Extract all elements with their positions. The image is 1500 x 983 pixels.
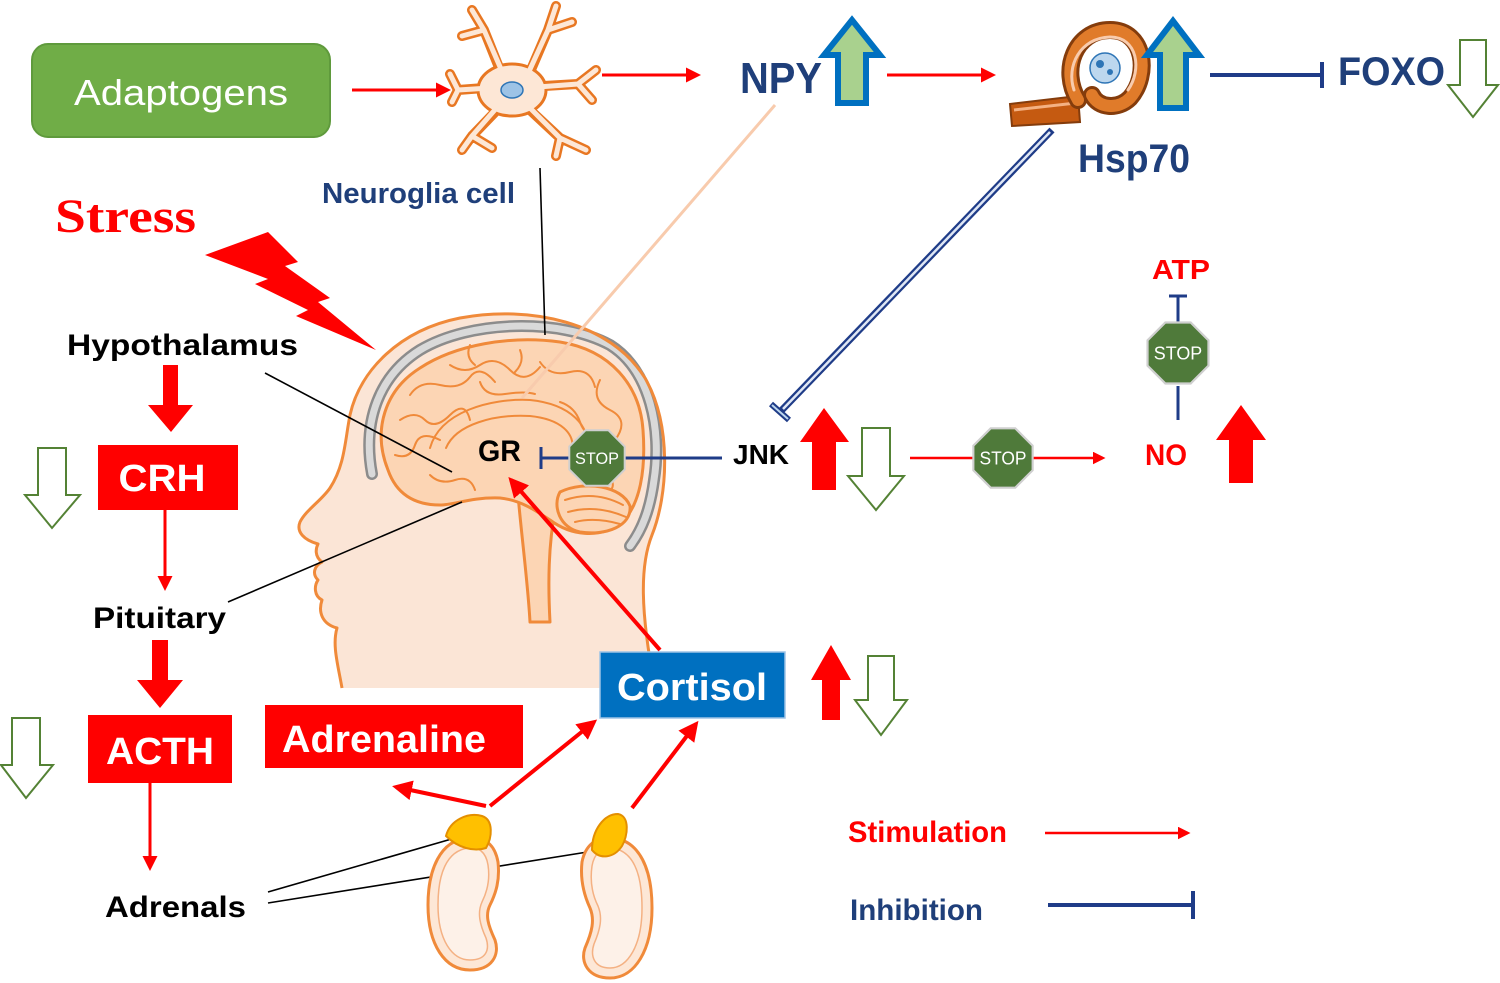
cortisol-node: Cortisol bbox=[599, 651, 786, 719]
jnk-up-arrow-icon bbox=[800, 408, 849, 490]
stop-sign-label: STOP bbox=[979, 448, 1026, 468]
adrenals-label: Adrenals bbox=[105, 891, 246, 924]
hypothalamus-pointer-line bbox=[264, 372, 453, 473]
adrenaline-label: Adrenaline bbox=[282, 719, 486, 761]
stress-label: Stress bbox=[55, 190, 196, 243]
adrenaline-node: Adrenaline bbox=[265, 705, 523, 768]
foxo-label: FOXO bbox=[1338, 50, 1445, 94]
stop-sign-icon: STOP bbox=[1146, 321, 1210, 385]
stimulation-arrow-adrenal-to-adrenaline bbox=[392, 780, 487, 808]
legend-stimulation-label: Stimulation bbox=[848, 816, 1007, 849]
head-brain-icon bbox=[297, 312, 667, 689]
no-label: NO bbox=[1145, 439, 1187, 472]
acth-node: ACTH bbox=[88, 715, 232, 783]
pituitary-to-acth-arrow bbox=[137, 640, 183, 708]
npy-label: NPY bbox=[740, 54, 822, 103]
npy-to-brain-line bbox=[520, 104, 777, 399]
stimulation-arrow-right-adrenal-to-cortisol bbox=[630, 720, 699, 810]
acth-label: ACTH bbox=[106, 731, 214, 773]
jnk-down-arrow-icon bbox=[845, 427, 907, 512]
hsp70-label: Hsp70 bbox=[1078, 137, 1190, 181]
lightning-bolt-icon bbox=[205, 232, 376, 350]
adaptogens-label: Adaptogens bbox=[74, 72, 288, 113]
crh-down-arrow-icon bbox=[22, 447, 83, 530]
gr-label: GR bbox=[478, 435, 521, 468]
foxo-down-arrow-icon bbox=[1445, 39, 1500, 119]
cortisol-up-arrow-icon bbox=[811, 645, 851, 720]
stimulation-arrow-left-adrenal-to-cortisol bbox=[488, 719, 598, 808]
cortisol-box bbox=[599, 651, 786, 719]
hypothalamus-label: Hypothalamus bbox=[67, 329, 298, 362]
pituitary-label: Pituitary bbox=[93, 602, 226, 635]
legend: Stimulation Inhibition bbox=[848, 816, 1195, 927]
no-up-arrow-icon bbox=[1216, 405, 1266, 483]
corpus-callosum bbox=[429, 398, 589, 453]
stop-sign-icon: STOP bbox=[568, 429, 626, 487]
hypothalamus-to-crh-arrow bbox=[148, 365, 193, 432]
neuroglia-pointer-line bbox=[539, 167, 546, 336]
atp-label: ATP bbox=[1152, 254, 1210, 285]
legend-inhibition-label: Inhibition bbox=[850, 894, 983, 927]
kidney-icon bbox=[426, 836, 500, 972]
crh-box bbox=[98, 445, 238, 510]
npy-up-arrow-icon bbox=[817, 15, 887, 106]
jnk-label: JNK bbox=[733, 439, 789, 470]
stop-sign-label: STOP bbox=[575, 449, 619, 468]
crh-node: CRH bbox=[98, 445, 238, 510]
adrenaline-box bbox=[265, 705, 523, 768]
adaptogens-box bbox=[31, 43, 331, 138]
hsp70-protein-icon bbox=[1008, 20, 1151, 128]
stop-sign-label: STOP bbox=[1154, 343, 1202, 364]
nucleus bbox=[500, 81, 524, 99]
neuron-icon bbox=[445, 1, 601, 161]
pituitary-pointer-line bbox=[227, 501, 463, 603]
stop-sign-icon: STOP bbox=[972, 427, 1034, 489]
stimulation-arrow-cortisol-to-gr bbox=[508, 476, 662, 652]
adrenal-gland-icon bbox=[444, 814, 492, 851]
adrenals-pointer-line-left bbox=[267, 837, 456, 893]
hsp70-up-arrow-icon bbox=[1140, 16, 1206, 111]
cortisol-down-arrow-icon bbox=[853, 655, 909, 737]
acth-down-arrow-icon bbox=[0, 717, 56, 800]
kidney-icon bbox=[580, 836, 654, 980]
brain-stem bbox=[516, 493, 558, 624]
cortisol-label: Cortisol bbox=[617, 667, 767, 709]
adrenal-gland-icon bbox=[590, 812, 628, 858]
acth-box bbox=[88, 715, 232, 783]
adaptogens-node: Adaptogens bbox=[31, 43, 331, 138]
neuroglia-cell-label: Neuroglia cell bbox=[322, 178, 515, 210]
crh-label: CRH bbox=[119, 458, 206, 500]
